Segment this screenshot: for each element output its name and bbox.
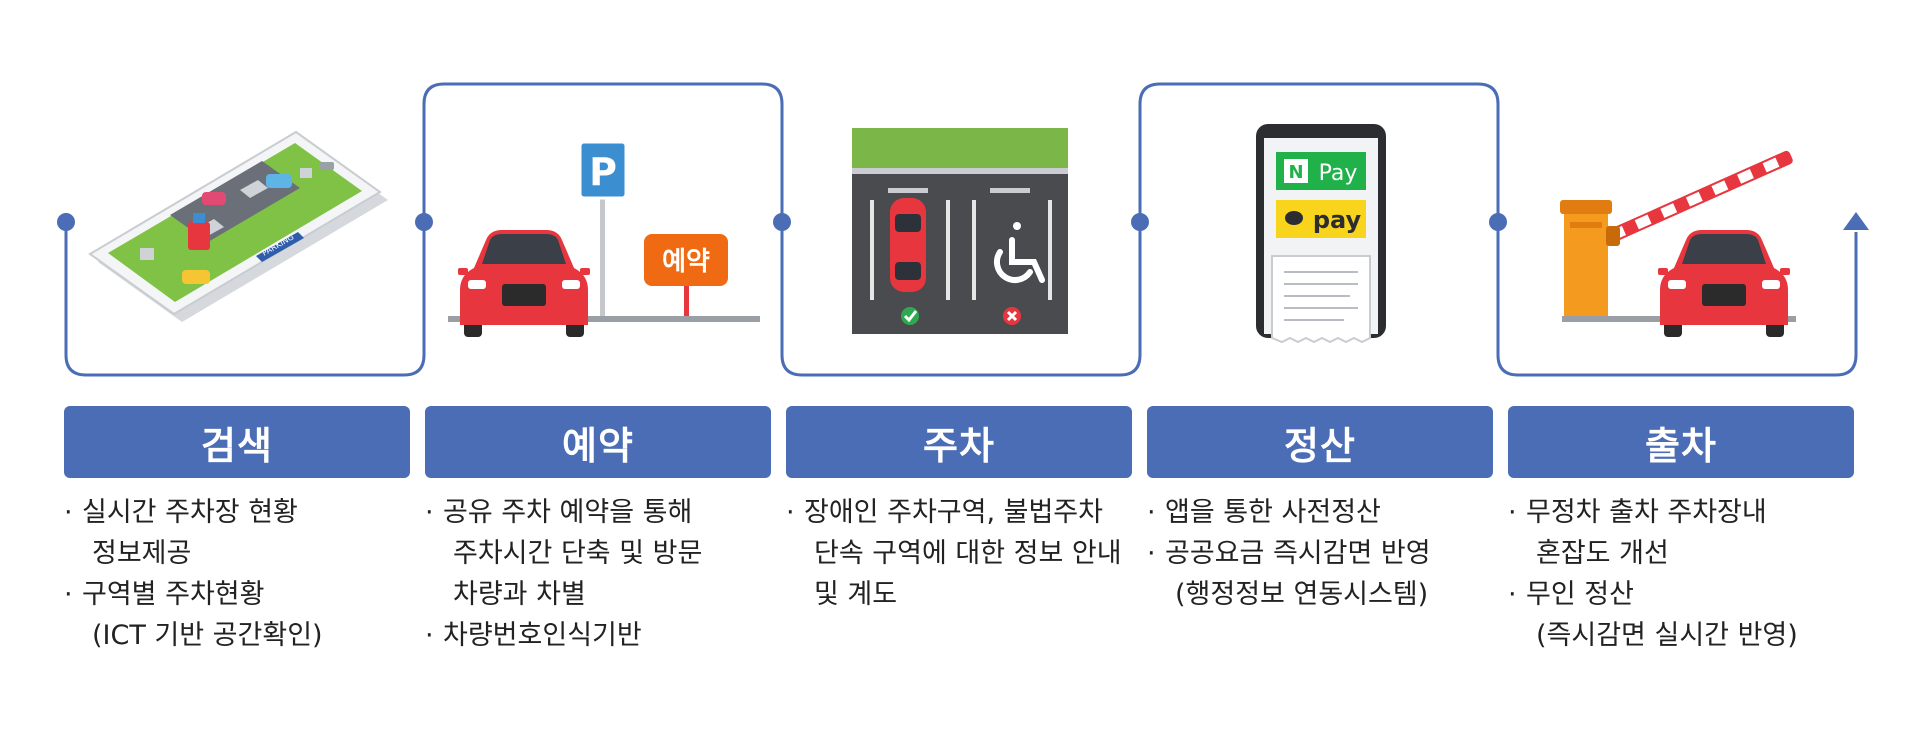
flow-end-arrow-icon [1843, 212, 1869, 230]
desc-item: 및 계도 [814, 579, 898, 610]
wheelchair-icon [993, 222, 1045, 283]
flow-node-5 [1489, 213, 1507, 231]
flow-node-4 [1131, 213, 1149, 231]
desc-item: 구역별 주차현황 [64, 574, 414, 615]
allowed-check-icon [901, 307, 919, 325]
receipt-icon [1271, 255, 1371, 344]
mobile-payment-icon: N Pay pay [1256, 124, 1386, 344]
step-label-search: 검색 [64, 406, 410, 478]
desc-item: 무정차 출차 주차장내 [1508, 492, 1858, 533]
desc-item: 앱을 통한 사전정산 [1147, 492, 1497, 533]
desc-item: 공공요금 즉시감면 반영 [1147, 533, 1497, 574]
desc-item: 단속 구역에 대한 정보 안내 [814, 538, 1122, 569]
desc-item: 장애인 주차구역, 불법주차 [786, 492, 1136, 533]
parking-sign-letter: P [589, 150, 617, 194]
step-label-exit: 출차 [1508, 406, 1854, 478]
smartphone-parking-map-icon: PARKING [88, 130, 388, 322]
desc-item: 주차시간 단축 및 방문 [453, 538, 703, 569]
step-desc-park: 장애인 주차구역, 불법주차 단속 구역에 대한 정보 안내 및 계도 [786, 492, 1136, 615]
exit-barrier-car-icon [1560, 150, 1796, 337]
step-desc-reserve: 공유 주차 예약을 통해 주차시간 단축 및 방문 차량과 차별 차량번호인식기… [425, 492, 775, 656]
desc-item: 공유 주차 예약을 통해 [425, 492, 775, 533]
step-desc-pay: 앱을 통한 사전정산 공공요금 즉시감면 반영 (행정정보 연동시스템) [1147, 492, 1497, 615]
reserve-sign-text: 예약 [662, 247, 710, 277]
npay-badge-text: N [1288, 162, 1303, 183]
desc-item: 차량번호인식기반 [425, 615, 775, 656]
step-desc-exit: 무정차 출차 주차장내 혼잡도 개선 무인 정산 (즉시감면 실시간 반영) [1508, 492, 1858, 656]
desc-item: 정보제공 [92, 538, 192, 569]
desc-item: 무인 정산 [1508, 574, 1858, 615]
step-label-park: 주차 [786, 406, 1132, 478]
npay-text: Pay [1319, 161, 1358, 186]
step-desc-search: 실시간 주차장 현황 정보제공 구역별 주차현황 (ICT 기반 공간확인) [64, 492, 414, 656]
flow-node-3 [773, 213, 791, 231]
desc-item: 차량과 차별 [453, 579, 586, 610]
desc-item: (즉시감면 실시간 반영) [1536, 620, 1798, 651]
car-parking-reservation-icon: P 예약 [448, 140, 760, 337]
desc-item: (ICT 기반 공간확인) [92, 620, 323, 651]
desc-item: (행정정보 연동시스템) [1175, 579, 1429, 610]
parking-lot-accessible-icon [852, 128, 1068, 334]
desc-item: 실시간 주차장 현황 [64, 492, 414, 533]
step-label-reserve: 예약 [425, 406, 771, 478]
flow-node-1 [57, 213, 75, 231]
flow-line [64, 82, 1858, 377]
kakaopay-text: pay [1313, 206, 1362, 234]
flow-node-2 [415, 213, 433, 231]
process-flow-diagram: PARKING P 예약 [57, 82, 1869, 377]
desc-item: 혼잡도 개선 [1536, 538, 1669, 569]
step-label-pay: 정산 [1147, 406, 1493, 478]
